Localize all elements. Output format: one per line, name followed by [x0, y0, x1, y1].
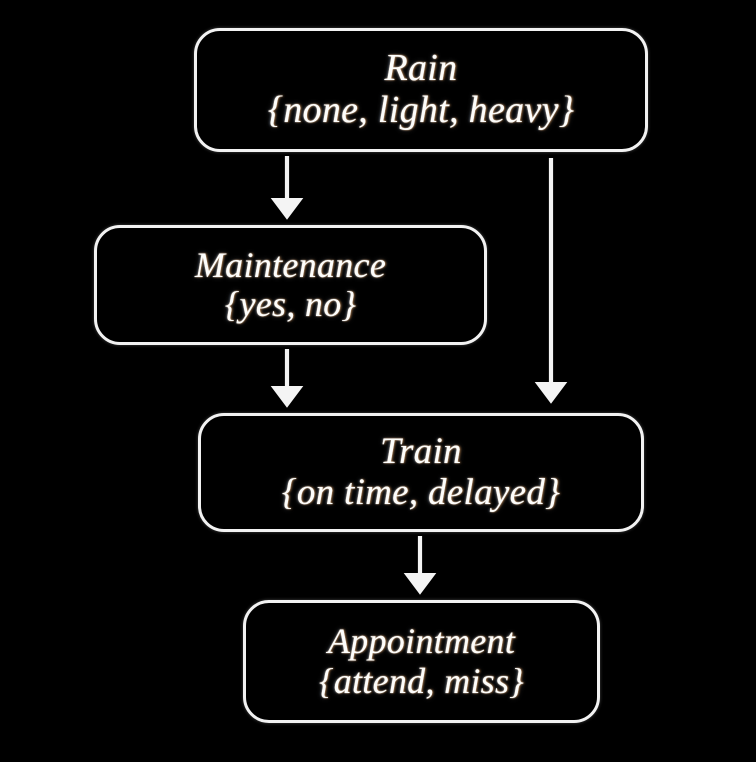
node-appointment[interactable]: Appointment {attend, miss} [243, 600, 600, 723]
node-appointment-title: Appointment [327, 621, 516, 662]
node-train[interactable]: Train {on time, delayed} [198, 413, 644, 532]
node-rain[interactable]: Rain {none, light, heavy} [194, 28, 648, 152]
node-maintenance-states: {yes, no} [224, 284, 357, 324]
node-maintenance-title: Maintenance [194, 244, 387, 285]
node-maintenance[interactable]: Maintenance {yes, no} [94, 225, 487, 345]
node-rain-states: {none, light, heavy} [267, 89, 575, 131]
node-appointment-states: {attend, miss} [319, 660, 524, 701]
node-rain-title: Rain [384, 47, 458, 90]
node-train-states: {on time, delayed} [281, 471, 561, 513]
node-train-title: Train [380, 431, 462, 473]
